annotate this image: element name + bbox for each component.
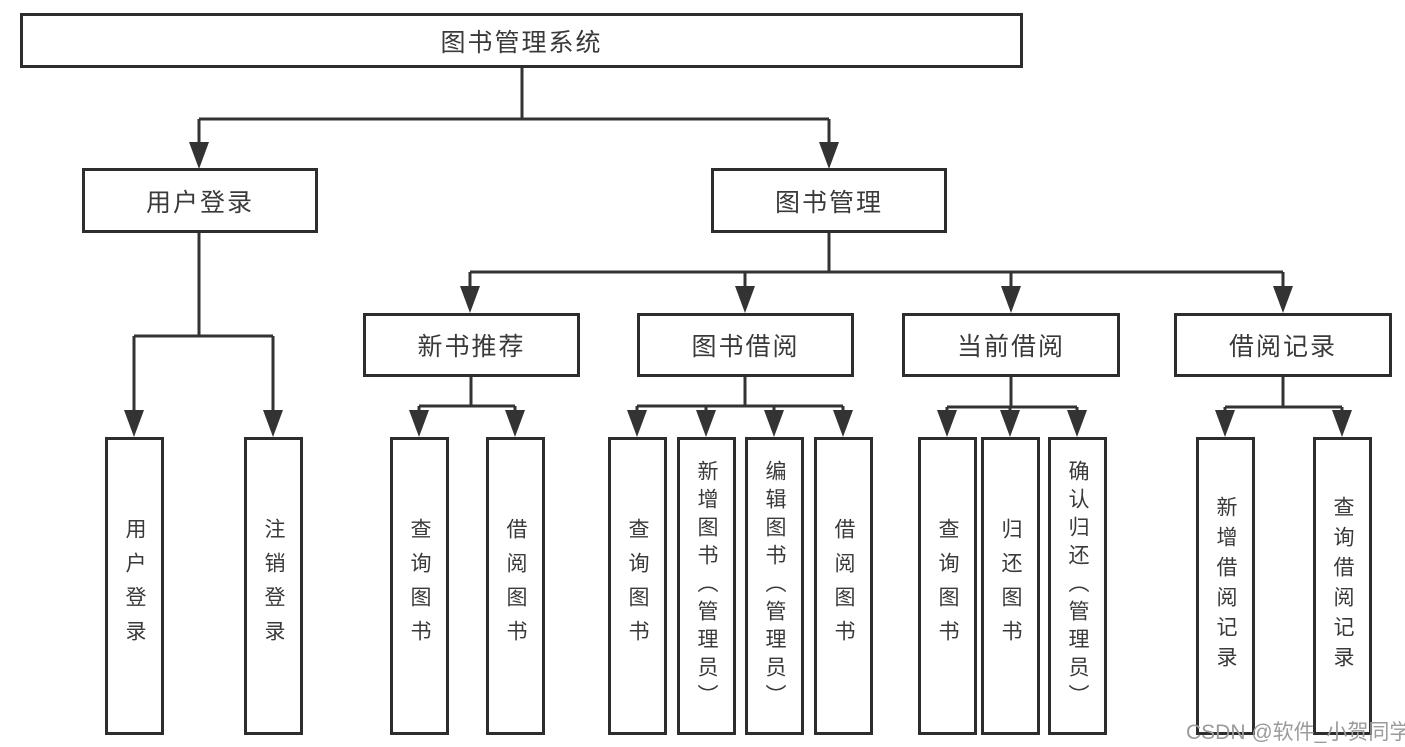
node-user-login-label: 用户登录	[145, 188, 254, 217]
node-root-label: 图书管理系统	[440, 28, 603, 57]
leaf-logout: 注销登录	[244, 437, 303, 735]
leaf-borrow-books-label: 借阅图书	[832, 518, 855, 654]
leaf-query-books-current: 查询图书	[918, 437, 977, 735]
node-new-book-recommend: 新书推荐	[363, 313, 580, 377]
node-new-book-recommend-label: 新书推荐	[417, 333, 526, 361]
leaf-query-books-borrow-label: 查询图书	[626, 518, 649, 654]
leaf-add-borrow-record: 新增借阅记录	[1196, 437, 1255, 735]
leaf-query-books-recommend: 查询图书	[390, 437, 449, 735]
leaf-logout-label: 注销登录	[262, 518, 285, 654]
leaf-return-book: 归还图书	[981, 437, 1040, 735]
leaf-add-borrow-record-label: 新增借阅记录	[1214, 496, 1237, 676]
leaf-borrow-books-recommend: 借阅图书	[486, 437, 545, 735]
leaf-confirm-return-admin-label: 确认归还（管理员）	[1066, 460, 1089, 712]
leaf-add-book-admin: 新增图书（管理员）	[677, 437, 736, 735]
leaf-query-borrow-record: 查询借阅记录	[1313, 437, 1372, 735]
node-borrow-records: 借阅记录	[1174, 313, 1392, 377]
node-book-borrow-label: 图书借阅	[691, 333, 800, 361]
leaf-borrow-books: 借阅图书	[814, 437, 873, 735]
arrowheads	[124, 142, 1352, 437]
leaf-query-books-borrow: 查询图书	[608, 437, 667, 735]
leaf-edit-book-admin-label: 编辑图书（管理员）	[763, 460, 786, 712]
node-book-management: 图书管理	[711, 168, 947, 233]
node-root: 图书管理系统	[20, 13, 1023, 68]
node-book-management-label: 图书管理	[774, 188, 883, 217]
leaf-edit-book-admin: 编辑图书（管理员）	[745, 437, 804, 735]
node-user-login: 用户登录	[82, 168, 318, 233]
node-current-borrow: 当前借阅	[902, 313, 1120, 377]
leaf-query-borrow-record-label: 查询借阅记录	[1331, 496, 1354, 676]
leaf-query-books-recommend-label: 查询图书	[408, 518, 431, 654]
leaf-user-login: 用户登录	[105, 437, 164, 735]
node-current-borrow-label: 当前借阅	[956, 333, 1065, 361]
leaf-borrow-books-recommend-label: 借阅图书	[504, 518, 527, 654]
leaf-confirm-return-admin: 确认归还（管理员）	[1048, 437, 1107, 735]
node-book-borrow: 图书借阅	[637, 313, 854, 377]
csdn-watermark: CSDN @软件_小贺同学	[1186, 721, 1405, 744]
leaf-add-book-admin-label: 新增图书（管理员）	[695, 460, 718, 712]
node-borrow-records-label: 借阅记录	[1228, 333, 1337, 361]
leaf-user-login-label: 用户登录	[123, 518, 146, 654]
leaf-return-book-label: 归还图书	[999, 518, 1022, 654]
leaf-query-books-current-label: 查询图书	[936, 518, 959, 654]
